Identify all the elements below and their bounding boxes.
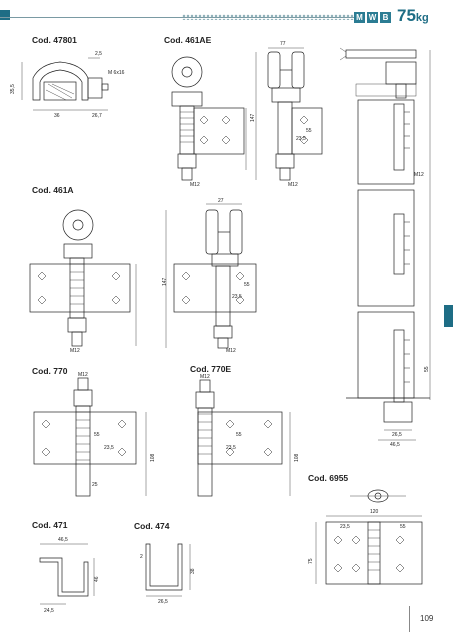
- dim-770e-55: 55: [236, 432, 242, 438]
- drawing-47801: 2,5 M 6x16 35,5 36 26,7: [10, 51, 125, 119]
- code-471-label: Cod. 471: [32, 520, 68, 530]
- header-dot-pattern: [182, 14, 360, 20]
- dim-47801-c: 35,5: [10, 84, 16, 94]
- dim-461ae-23: 23,5: [296, 136, 306, 142]
- dim-6955-55: 55: [400, 524, 406, 530]
- code-461a-label: Cod. 461A: [32, 185, 74, 195]
- dim-770-m12: M12: [78, 372, 88, 378]
- code-474-label: Cod. 474: [134, 521, 170, 531]
- drawing-assembly-side: M12 55 26,5 46,5: [339, 47, 431, 448]
- dim-461a-height: 147: [162, 277, 168, 286]
- code-770-label: Cod. 770: [32, 366, 68, 376]
- dim-461ae-m12-side: M12: [288, 182, 298, 188]
- dim-side-55: 55: [424, 366, 430, 372]
- drawing-6955: 120 23,5 55 75: [308, 489, 423, 585]
- drawing-461ae-side: 77 147 55 23,5 M12: [250, 41, 323, 188]
- dim-770e-23: 23,5: [226, 445, 236, 451]
- dim-461a-width: 27: [218, 198, 224, 204]
- dim-6955-23: 23,5: [340, 524, 350, 530]
- dim-471-width: 46,5: [58, 537, 68, 543]
- dim-6955-120: 120: [370, 509, 379, 515]
- load-capacity: 75kg: [397, 6, 429, 26]
- dim-461ae-m12: M12: [190, 182, 200, 188]
- dim-770-55: 55: [94, 432, 100, 438]
- drawing-461a-front: M12: [29, 209, 137, 354]
- dim-461ae-width: 77: [280, 41, 286, 47]
- drawing-461ae-front: M12: [171, 56, 247, 188]
- dim-461a-m12-side: M12: [226, 348, 236, 354]
- dim-47801-d: 36: [54, 113, 60, 119]
- dim-6955-75: 75: [308, 558, 314, 564]
- page-number: 109: [420, 614, 434, 623]
- dim-side-26: 26,5: [392, 432, 402, 438]
- mwb-logo: M W B: [354, 12, 391, 23]
- drawing-474: 38 26,5 2: [140, 543, 196, 605]
- dim-474-thickness: 2: [140, 554, 143, 560]
- logo-letter-b: B: [380, 12, 391, 23]
- drawing-471: 46,5 46 24,5: [39, 537, 100, 614]
- code-461ae-label: Cod. 461AE: [164, 35, 212, 45]
- dim-side-46: 46,5: [390, 442, 400, 448]
- drawing-770e: M12 55 23,5 108: [195, 374, 300, 497]
- dim-47801-a: 2,5: [95, 51, 102, 57]
- page-number-rule: [409, 606, 410, 632]
- dim-474-width: 26,5: [158, 599, 168, 605]
- dim-471-base: 24,5: [44, 608, 54, 614]
- dim-47801-b: M 6x16: [108, 70, 125, 76]
- dim-770e-108: 108: [294, 453, 300, 462]
- code-6955-label: Cod. 6955: [308, 473, 349, 483]
- dim-770-108: 108: [150, 453, 156, 462]
- drawing-461a-side: 27 147 55 23,5 M12: [162, 198, 257, 354]
- dim-770e-m12: M12: [200, 374, 210, 380]
- logo-letter-w: W: [367, 12, 378, 23]
- section-tab: [444, 305, 453, 327]
- dim-461ae-55: 55: [306, 128, 312, 134]
- dim-side-m12: M12: [414, 172, 424, 178]
- weight-value: 75: [397, 6, 416, 25]
- dim-461a-55: 55: [244, 282, 250, 288]
- dim-471-height: 46: [94, 576, 100, 582]
- weight-unit: kg: [415, 12, 429, 24]
- code-770e-label: Cod. 770E: [190, 364, 232, 374]
- dim-461ae-height: 147: [250, 113, 256, 122]
- header-rule: [0, 17, 362, 18]
- logo-letter-m: M: [354, 12, 365, 23]
- dim-474-height: 38: [190, 568, 196, 574]
- code-47801-label: Cod. 47801: [32, 35, 77, 45]
- header-accent-square: [0, 10, 10, 20]
- dim-47801-e: 26,7: [92, 113, 102, 119]
- dim-461a-23: 23,5: [232, 294, 242, 300]
- drawing-770: M12 55 23,5 108 25: [33, 372, 156, 497]
- dim-461a-m12: M12: [70, 348, 80, 354]
- dim-770-23: 23,5: [104, 445, 114, 451]
- dim-770-25: 25: [92, 482, 98, 488]
